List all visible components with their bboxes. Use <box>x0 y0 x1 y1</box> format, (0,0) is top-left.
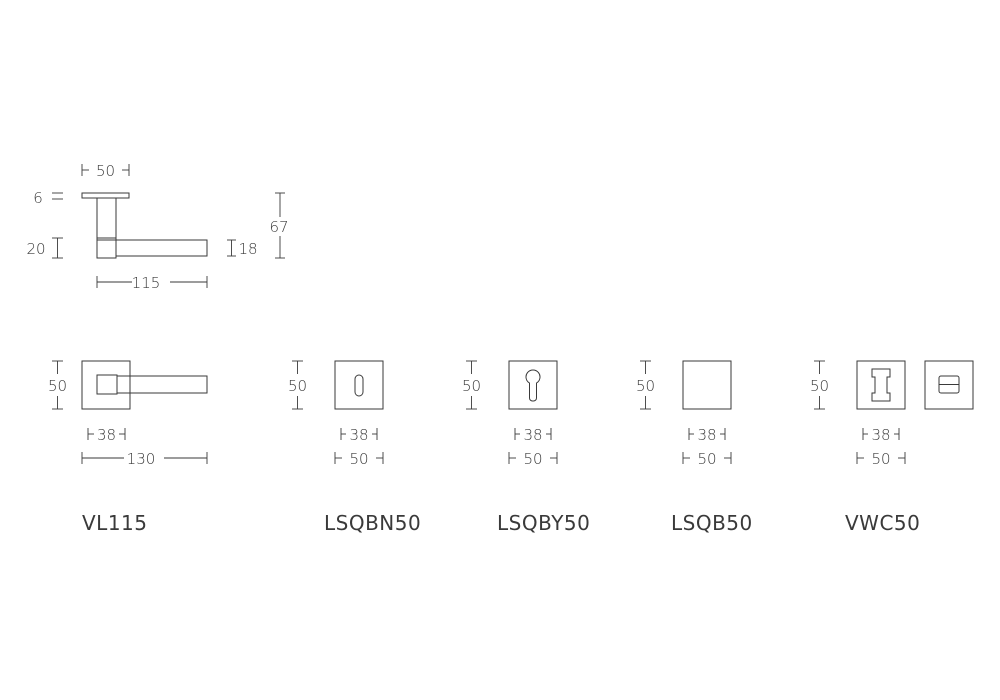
dim-total-height-text: 67 <box>269 218 288 236</box>
dimension-inner: 38 <box>340 426 378 444</box>
dim-rose-thickness-text: 6 <box>33 189 43 207</box>
dim-width-text: 50 <box>523 450 542 468</box>
product-vl115: 50 38 130 VL115 <box>48 360 208 535</box>
euro-cylinder-icon <box>525 369 541 402</box>
product-lsqbn50: 50 38 50 LSQBN50 <box>288 360 421 535</box>
side-view: 50 6 20 18 67 <box>26 162 288 292</box>
dimension-width: 50 <box>856 450 906 468</box>
lever-bar-side <box>115 239 208 257</box>
dim-lever-length-text: 115 <box>132 274 161 292</box>
dim-lever-height-text: 18 <box>238 240 257 258</box>
product-code: LSQBN50 <box>324 511 421 535</box>
dim-inner-text: 38 <box>523 426 542 444</box>
dim-height-text: 50 <box>636 377 655 395</box>
dimension-lever-length: 115 <box>96 274 208 292</box>
dim-height-text: 50 <box>288 377 307 395</box>
dimension-inner: 38 <box>87 426 126 444</box>
rose-plate-side <box>81 192 130 199</box>
dimension-height: 50 <box>462 360 481 410</box>
dimension-total-height: 67 <box>269 192 289 259</box>
dim-lever-end-height-text: 20 <box>26 240 45 258</box>
rose-plate-front <box>508 360 558 410</box>
dimension-width: 50 <box>334 450 384 468</box>
product-code: LSQBY50 <box>497 511 590 535</box>
lever-end-block-side <box>96 237 117 259</box>
lever-end-block-front <box>96 374 118 395</box>
dimension-height: 50 <box>288 360 307 410</box>
product-lsqb50: 50 38 50 LSQB50 <box>636 360 753 535</box>
dim-width-text: 50 <box>697 450 716 468</box>
dimension-inner: 38 <box>862 426 900 444</box>
dim-width-text: 130 <box>127 450 156 468</box>
dim-inner-text: 38 <box>97 426 116 444</box>
dimension-width: 50 <box>508 450 558 468</box>
product-code: VL115 <box>82 511 148 535</box>
rose-plate-front <box>856 360 906 410</box>
rose-plate-front <box>682 360 732 410</box>
rose-plate-front <box>81 360 131 410</box>
dimension-height: 50 <box>810 360 829 410</box>
dimension-inner: 38 <box>688 426 726 444</box>
dim-height-text: 50 <box>48 377 67 395</box>
product-code: VWC50 <box>845 511 920 535</box>
dimension-width: 50 <box>682 450 732 468</box>
dim-height-text: 50 <box>462 377 481 395</box>
dim-inner-text: 38 <box>871 426 890 444</box>
thumb-turn-icon <box>871 368 891 402</box>
dim-width-text: 50 <box>871 450 890 468</box>
dim-inner-text: 38 <box>349 426 368 444</box>
product-vwc50: 50 38 50 VWC50 <box>810 360 974 535</box>
dim-inner-text: 38 <box>697 426 716 444</box>
dimension-lever-end-height: 20 <box>26 237 63 259</box>
product-lsqby50: 50 38 50 LSQBY50 <box>462 360 590 535</box>
dimension-rose-thickness: 6 <box>33 189 63 207</box>
dim-height-text: 50 <box>810 377 829 395</box>
lever-neck-side <box>96 197 117 241</box>
dimension-lever-height: 18 <box>227 239 258 258</box>
dim-width-text: 50 <box>349 450 368 468</box>
dimension-width: 130 <box>81 450 208 468</box>
dimension-rose-width: 50 <box>81 162 130 180</box>
release-plate-front <box>924 360 974 410</box>
rose-plate-front <box>334 360 384 410</box>
dimension-height: 50 <box>636 360 655 410</box>
dim-rose-width-text: 50 <box>96 162 115 180</box>
dimension-inner: 38 <box>514 426 552 444</box>
product-code: LSQB50 <box>671 511 753 535</box>
keyhole-slot-icon <box>354 374 364 397</box>
dimension-height: 50 <box>48 360 67 410</box>
